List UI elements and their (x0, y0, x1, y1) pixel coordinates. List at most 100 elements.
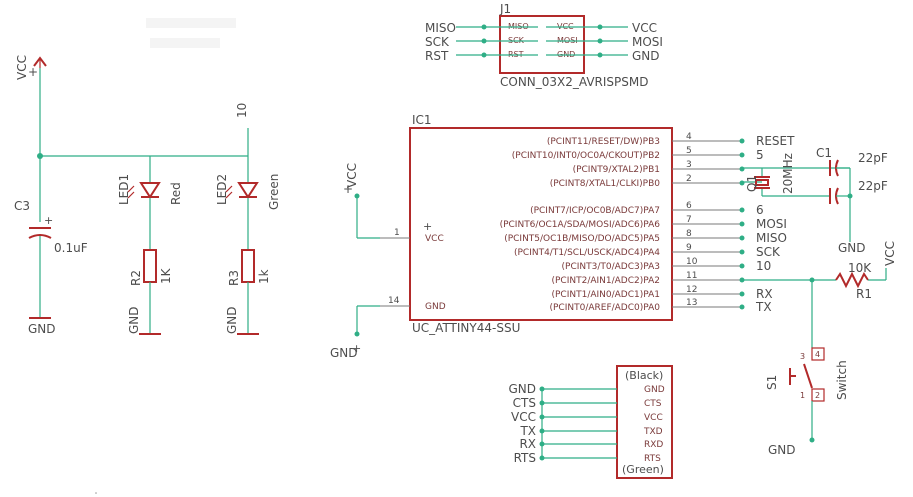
r1-name: R1 (856, 287, 872, 301)
c3-name: C3 (14, 199, 30, 213)
ftdi-pin-cts-name: CTS (644, 399, 662, 409)
c3-plus: + (44, 214, 53, 227)
ftdi-net-txd: TX (519, 424, 536, 438)
c2-value: 22pF (858, 179, 888, 193)
ic1-pin-5-num: 5 (686, 146, 692, 156)
ic1-pin-9-num: 9 (686, 243, 692, 253)
ic1-pin-8-num: 8 (686, 229, 692, 239)
ftdi-pin-rxd-name: RXD (644, 440, 663, 450)
ic1-attiny44: IC1 UC_ATTINY44-SSU + 1 VCC 14 GND (PCIN… (380, 113, 795, 335)
ic1-pin-3-num: 3 (686, 160, 692, 170)
ic1-pin-12-end (739, 291, 745, 297)
ic1-pin-9-end (739, 249, 745, 255)
ic1-pin-6-name: (PCINT7/ICP/OC0B/ADC7)PA7 (530, 206, 660, 216)
ic1-left-pin-14-name: GND (425, 302, 446, 312)
ftdi-net-gnd: GND (508, 382, 536, 396)
led1-name: LED1 (117, 174, 131, 205)
ic1-pin-12-num: 12 (686, 285, 697, 295)
switch-s1: 3 4 1 2 S1 Switch GND (765, 347, 849, 457)
ic1-pin-5-end (739, 152, 745, 158)
gnd-label-switch: GND (768, 443, 796, 457)
ftdi-pin-vcc-name: VCC (644, 413, 663, 423)
gnd-label-ic: GND (330, 346, 358, 360)
net-10-vertical: 10 (235, 103, 249, 118)
s1-value: Switch (835, 360, 849, 400)
ic1-left-pin-1-num: 1 (394, 228, 400, 238)
gnd-supply-ic: GND + (330, 305, 380, 360)
ic1-pin-13-end (739, 304, 745, 310)
ic1-pin-13-num: 13 (686, 298, 697, 308)
crystal-q1: Q1 20MHz (742, 153, 850, 197)
ftdi-header: (Black) (Green) GNDGNDCTSCTSVCCVCCTXDTXR… (508, 365, 673, 479)
ic1-pin-6-net: 6 (756, 203, 764, 217)
ic1-pin-11-num: 11 (686, 271, 697, 281)
connector-j1: J1 CONN_03X2_AVRISPSMD MISO VCC SCK MOSI… (499, 2, 649, 89)
led2-branch: 10 LED2 Green (215, 103, 281, 250)
ic1-pin-4-end (739, 138, 745, 144)
r2-value: 1K (159, 267, 173, 284)
r3-name: R3 (227, 270, 241, 286)
s1-pin-1: 1 (800, 391, 805, 400)
stray-dot (95, 492, 97, 494)
capacitor-c1: C1 22pF (816, 146, 888, 177)
gnd-label-r2: GND (127, 306, 141, 334)
j1-net-rst: RST (425, 49, 449, 63)
j1-net-vcc: VCC (632, 21, 657, 35)
ic1-pin-8-net: MISO (756, 231, 787, 245)
ic1-pin-5-net: 5 (756, 148, 764, 162)
ftdi-pin-txd-name: TXD (643, 427, 663, 437)
ftdi-pin-rts-name: RTS (644, 454, 661, 464)
j1-name: J1 (499, 2, 511, 16)
ic1-pin-8-name: (PCINT5/OC1B/MISO/DO/ADC5)PA5 (504, 234, 660, 244)
ic1-pin-7-name: (PCINT6/OC1A/SDA/MOSI/ADC6)PA6 (500, 220, 661, 230)
ic1-pin-3-end (739, 166, 745, 172)
ghost-text-blur-1 (146, 18, 236, 28)
vcc-supply-ic: VCC + (343, 163, 380, 239)
vcc-plus-left: + (28, 65, 38, 79)
vcc-label-r1: VCC (883, 241, 897, 266)
ic1-value: UC_ATTINY44-SSU (412, 321, 520, 335)
ic1-pin-3-name: (PCINT9/XTAL2)PB1 (573, 165, 660, 175)
ic1-pin-4-net: RESET (756, 134, 795, 148)
ftdi-bottom-label: (Green) (622, 463, 664, 476)
c3-value: 0.1uF (54, 241, 88, 255)
ic1-pin-7-num: 7 (686, 215, 692, 225)
r2-name: R2 (129, 270, 143, 286)
ic1-pin-6-end (739, 207, 745, 213)
ic1-pin-5-name: (PCINT10/INT0/OC0A/CKOUT)PB2 (512, 151, 660, 161)
ic1-pin-12-net: RX (756, 287, 773, 301)
ic1-left-pin-14-num: 14 (388, 296, 400, 306)
ic1-pin-2-name: (PCINT8/XTAL1/CLKI)PB0 (550, 179, 661, 189)
ic1-pin-7-net: MOSI (756, 217, 787, 231)
ftdi-top-label: (Black) (625, 369, 663, 382)
junction-vcc-left (37, 153, 43, 159)
gnd-label-c3: GND (28, 322, 56, 336)
ic1-pin-9-net: SCK (756, 245, 781, 259)
capacitor-c3: C3 0.1uF + (14, 199, 88, 318)
s1-pin-2: 2 (815, 391, 820, 400)
c1-name: C1 (816, 146, 832, 160)
ic1-pin-13-net: TX (755, 300, 772, 314)
gnd-plus-ic: + (352, 342, 361, 355)
j1-net-gnd: GND (632, 49, 660, 63)
led2-value: Green (267, 174, 281, 210)
j1-net-miso: MISO (425, 21, 456, 35)
ic1-pin-11-name: (PCINT2/AIN1/ADC2)PA2 (551, 276, 660, 286)
ic1-pin-10-num: 10 (686, 257, 698, 267)
ic1-pin-7-end (739, 221, 745, 227)
vcc-plus-ic: + (343, 182, 353, 196)
s1-pin-4: 4 (815, 350, 820, 359)
c1-value: 22pF (858, 151, 888, 165)
ic1-pin-10-end (739, 263, 745, 269)
r1-value: 10K (848, 261, 872, 275)
ftdi-pin-gnd-dot (539, 386, 545, 392)
ic1-pin-2-num: 2 (686, 174, 692, 184)
ic1-pin-4-name: (PCINT11/RESET/DW)PB3 (547, 137, 660, 147)
gnd-label-r3: GND (225, 306, 239, 334)
q1-name: Q1 (745, 175, 759, 192)
ic1-pin-9-name: (PCINT4/T1/SCL/USCK/ADC4)PA4 (514, 248, 660, 258)
resistor-r1: 10K R1 VCC (742, 241, 897, 301)
